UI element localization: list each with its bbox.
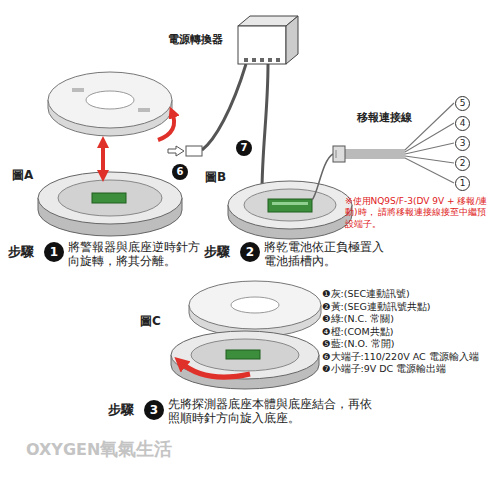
- wire-legend: ❹橙:(COM共點): [322, 326, 393, 338]
- wire-legend: ❷黃:(SEG連動訊號共點): [322, 301, 431, 313]
- callout-number: 2: [455, 156, 470, 171]
- detector-body: [38, 172, 182, 236]
- wire-legend: ❸綠:(N.C. 常關): [322, 313, 394, 325]
- wire-legend: ❼小端子:9V DC 電源輸出端: [322, 363, 446, 375]
- note: ※使用NQ9S/F-3(DV 9V + 移報/連動)時， 請將移報連接線接至中繼…: [345, 196, 488, 230]
- callout-number: 5: [455, 96, 470, 111]
- base-plate: [189, 281, 321, 337]
- node-outline: [333, 146, 345, 162]
- rotate-arrow: [158, 112, 174, 140]
- ac-plug: [186, 146, 202, 156]
- detector-body: [228, 181, 352, 239]
- watermark: 氧氣生活: [100, 438, 172, 461]
- step-text: 將警報器與底座逆時針方向旋轉，將其分離。: [68, 240, 200, 269]
- callout-number: 3: [455, 136, 470, 151]
- relay-wire: [312, 154, 333, 200]
- dc-cable: [262, 64, 268, 192]
- separate-arrow: [101, 142, 105, 176]
- relay-wires: [345, 103, 454, 183]
- callout-number: 7: [236, 140, 252, 156]
- step-number: 1: [44, 242, 64, 262]
- figure-label: 圖C: [140, 314, 161, 329]
- part-name: 移報連接線: [357, 110, 412, 125]
- rotate-arrow: [180, 362, 250, 377]
- callout-number: 6: [172, 164, 188, 180]
- figure-label: 圖B: [205, 170, 226, 185]
- callout-number: 4: [455, 116, 470, 131]
- wire-legend: ❺藍:(N.O. 常開): [322, 338, 394, 350]
- step-label: 步驟: [108, 402, 134, 418]
- part-name: 電源轉換器: [168, 32, 223, 47]
- base-plate: [48, 72, 172, 136]
- node-outline: [238, 16, 298, 64]
- step-number: 3: [144, 400, 164, 420]
- plug-arrow: [168, 146, 184, 156]
- step-text: 先將探測器底座本體與底座結合，再依照順時針方向旋入底座。: [168, 397, 380, 426]
- power-converter: 電源轉換器: [238, 16, 298, 64]
- step-number: 2: [240, 242, 260, 262]
- wire-legend: ❶灰:(SEC連動訊號): [322, 288, 410, 300]
- wire-legend: ❻大端子:110/220V AC 電源輸入端: [322, 351, 479, 363]
- figure-label: 圖A: [12, 168, 33, 183]
- watermark: OXYGEN: [26, 440, 100, 460]
- callout-number: 1: [455, 176, 470, 191]
- step-label: 步驟: [8, 244, 34, 260]
- power-cable: [202, 64, 246, 150]
- relay-connector: 移報連接線: [333, 146, 345, 162]
- step-text: 將乾電池依正負極置入電池插槽內。: [264, 240, 386, 269]
- detector-body: [171, 331, 319, 389]
- step-label: 步驟: [204, 244, 230, 260]
